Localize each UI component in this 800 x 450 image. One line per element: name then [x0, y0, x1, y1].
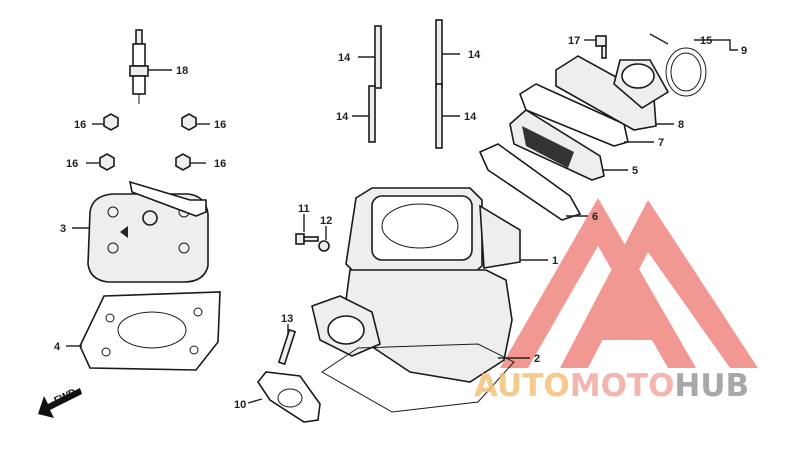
- intake-manifold: [555, 55, 674, 131]
- callout-14-c: 14: [336, 111, 349, 123]
- watermark-moto: MOTO: [570, 368, 675, 404]
- callout-9: 9: [741, 45, 747, 57]
- callout-14-a: 14: [338, 52, 351, 64]
- callout-2: 2: [534, 353, 540, 365]
- watermark-wordmark: AUTOMOTOHUB: [474, 368, 749, 404]
- callout-12: 12: [320, 215, 332, 227]
- callout-labels: 1 2 3 4 5 6 7 8 9 10 11 12 13 14 14 14 1…: [54, 35, 747, 411]
- cylinder-base-gasket: [321, 343, 530, 413]
- exhaust-stud: [277, 324, 297, 366]
- callout-18: 18: [176, 65, 188, 77]
- watermark-hub: HUB: [674, 368, 749, 404]
- callout-16-b: 16: [214, 119, 226, 131]
- callout-16-c: 16: [66, 158, 78, 170]
- cylinder-head: [72, 180, 209, 283]
- cylinder: [311, 187, 548, 383]
- hose-clamp: [649, 33, 738, 97]
- watermark-text: AUTOMOTOHUB: [474, 368, 749, 404]
- callout-15: 15: [700, 35, 712, 47]
- forward-direction-arrow: FWD: [38, 387, 82, 418]
- callout-16-a: 16: [74, 119, 86, 131]
- callout-6: 6: [592, 211, 598, 223]
- callout-4: 4: [54, 341, 61, 353]
- head-gasket: [66, 291, 221, 371]
- callout-10: 10: [234, 399, 246, 411]
- fwd-label: FWD: [53, 387, 78, 407]
- callout-7: 7: [658, 137, 664, 149]
- callout-1: 1: [552, 255, 558, 267]
- intake-gasket: [519, 83, 654, 147]
- cylinder-head-nuts: [86, 113, 210, 171]
- callout-14-b: 14: [468, 49, 481, 61]
- watermark-logo: [500, 198, 758, 368]
- cylinder-studs: [352, 19, 460, 149]
- spark-plug: [129, 29, 172, 104]
- callout-5: 5: [632, 165, 638, 177]
- callout-13: 13: [281, 313, 293, 325]
- callout-14-d: 14: [464, 111, 477, 123]
- callout-17: 17: [568, 35, 580, 47]
- bolt-and-washer: [295, 214, 330, 252]
- callout-16-d: 16: [214, 158, 226, 170]
- exhaust-gasket: [247, 371, 321, 423]
- reed-valve-gasket: [478, 143, 588, 221]
- callout-11: 11: [298, 203, 310, 215]
- callout-3: 3: [60, 223, 66, 235]
- watermark-auto: AUTO: [474, 368, 570, 404]
- manifold-bolt: [584, 35, 607, 59]
- callout-8: 8: [678, 119, 684, 131]
